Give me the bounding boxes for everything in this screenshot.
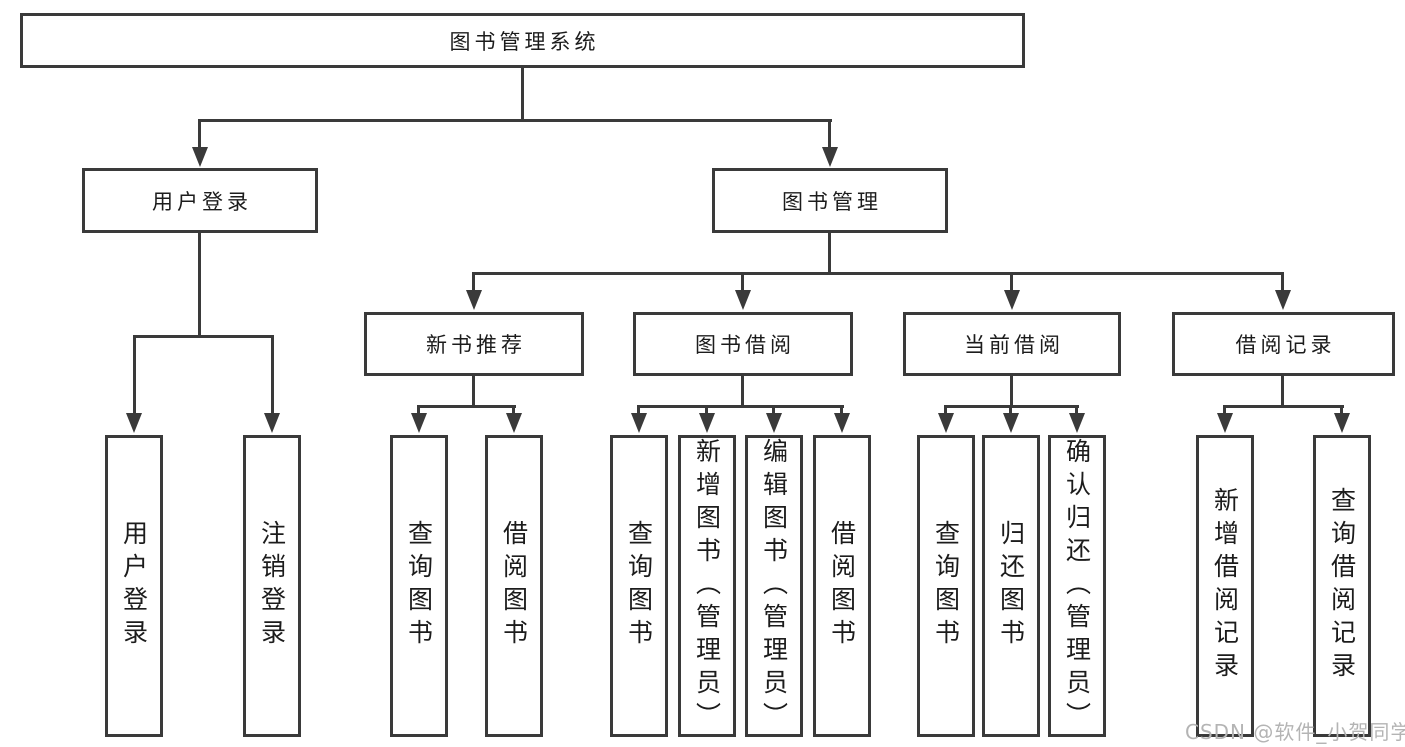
connector-line (638, 405, 844, 408)
arrowhead-down-icon (466, 290, 482, 310)
leaf-logout: 注销登录 (243, 435, 301, 737)
leaf-records-query-record: 查询借阅记录 (1313, 435, 1371, 737)
leaf-current-return-books-label: 归还图书 (996, 520, 1026, 652)
connector-line (198, 119, 201, 151)
leaf-user-login: 用户登录 (105, 435, 163, 737)
arrowhead-down-icon (834, 413, 850, 433)
connector-line (828, 233, 831, 275)
leaf-borrow-borrow-books-label: 借阅图书 (827, 520, 857, 652)
connector-line (472, 272, 475, 294)
node-book-management-label: 图书管理 (782, 189, 882, 214)
connector-line (1075, 405, 1078, 418)
leaf-current-confirm-return-admin: 确认归还（管理员） (1048, 435, 1106, 737)
leaf-records-add-record-label: 新增借阅记录 (1210, 487, 1240, 685)
node-new-book-recommend: 新书推荐 (364, 312, 584, 376)
arrowhead-down-icon (766, 413, 782, 433)
leaf-borrow-edit-books-admin: 编辑图书（管理员） (745, 435, 803, 737)
connector-line (521, 68, 524, 121)
arrowhead-down-icon (506, 413, 522, 433)
arrowhead-down-icon (264, 413, 280, 433)
arrowhead-down-icon (699, 413, 715, 433)
connector-line (418, 405, 516, 408)
arrowhead-down-icon (938, 413, 954, 433)
node-user-login-label: 用户登录 (152, 189, 252, 214)
node-borrow-records-label: 借阅记录 (1235, 333, 1336, 357)
arrowhead-down-icon (735, 290, 751, 310)
connector-line (741, 272, 744, 294)
connector-line (637, 405, 640, 418)
node-borrow-records: 借阅记录 (1172, 312, 1395, 376)
leaf-logout-label: 注销登录 (257, 520, 287, 652)
arrowhead-down-icon (1004, 290, 1020, 310)
connector-line (944, 405, 947, 418)
connector-line (945, 405, 1079, 408)
leaf-borrow-add-books-admin: 新增图书（管理员） (678, 435, 736, 737)
connector-line (133, 335, 136, 417)
node-user-login: 用户登录 (82, 168, 318, 233)
connector-line (1010, 376, 1013, 407)
connector-line (1224, 405, 1344, 408)
arrowhead-down-icon (1217, 413, 1233, 433)
connector-line (828, 119, 831, 151)
arrowhead-down-icon (192, 147, 208, 167)
node-book-management: 图书管理 (712, 168, 948, 233)
connector-line (198, 233, 201, 337)
node-current-borrow-label: 当前借阅 (964, 333, 1064, 357)
leaf-current-query-books: 查询图书 (917, 435, 975, 737)
node-book-borrow: 图书借阅 (633, 312, 853, 376)
connector-line (840, 405, 843, 418)
arrowhead-down-icon (1003, 413, 1019, 433)
node-book-borrow-label: 图书借阅 (695, 333, 795, 357)
leaf-recommend-borrow-books-label: 借阅图书 (499, 520, 529, 652)
leaf-records-add-record: 新增借阅记录 (1196, 435, 1254, 737)
leaf-borrow-borrow-books: 借阅图书 (813, 435, 871, 737)
node-library-system-label: 图书管理系统 (449, 29, 600, 54)
leaf-borrow-query-books-label: 查询图书 (624, 520, 654, 652)
connector-line (1009, 405, 1012, 418)
connector-line (271, 335, 274, 417)
leaf-borrow-query-books: 查询图书 (610, 435, 668, 737)
connector-line (1281, 272, 1284, 294)
connector-line (512, 405, 515, 418)
node-new-book-recommend-label: 新书推荐 (426, 333, 526, 357)
connector-line (417, 405, 420, 418)
leaf-recommend-borrow-books: 借阅图书 (485, 435, 543, 737)
connector-line (1223, 405, 1226, 418)
node-library-system: 图书管理系统 (20, 13, 1025, 68)
arrowhead-down-icon (1334, 413, 1350, 433)
connector-line (1340, 405, 1343, 418)
arrowhead-down-icon (1069, 413, 1085, 433)
connector-line (1010, 272, 1013, 294)
leaf-recommend-query-books-label: 查询图书 (404, 520, 434, 652)
connector-line (198, 119, 832, 122)
connector-line (133, 335, 274, 338)
leaf-borrow-edit-books-admin-label: 编辑图书（管理员） (759, 438, 789, 735)
leaf-current-return-books: 归还图书 (982, 435, 1040, 737)
arrowhead-down-icon (1275, 290, 1291, 310)
leaf-current-confirm-return-admin-label: 确认归还（管理员） (1062, 438, 1092, 735)
csdn-watermark: CSDN @软件_小贺同学 (1185, 720, 1405, 744)
node-current-borrow: 当前借阅 (903, 312, 1121, 376)
arrowhead-down-icon (411, 413, 427, 433)
leaf-recommend-query-books: 查询图书 (390, 435, 448, 737)
arrowhead-down-icon (822, 147, 838, 167)
leaf-current-query-books-label: 查询图书 (931, 520, 961, 652)
leaf-borrow-add-books-admin-label: 新增图书（管理员） (692, 438, 722, 735)
connector-line (741, 376, 744, 407)
arrowhead-down-icon (631, 413, 647, 433)
leaf-records-query-record-label: 查询借阅记录 (1327, 487, 1357, 685)
connector-line (772, 405, 775, 418)
connector-line (472, 272, 1284, 275)
connector-line (472, 376, 475, 407)
leaf-user-login-label: 用户登录 (119, 520, 149, 652)
connector-line (1281, 376, 1284, 407)
connector-line (705, 405, 708, 418)
arrowhead-down-icon (126, 413, 142, 433)
